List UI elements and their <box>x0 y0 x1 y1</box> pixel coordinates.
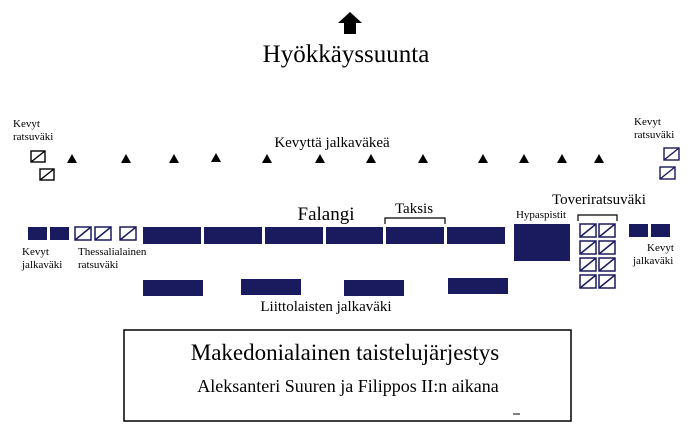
triangle-icon <box>519 154 529 163</box>
triangle-icon <box>557 154 567 163</box>
right-cavalry-label-1: Kevyt <box>634 116 661 128</box>
thessalian-label-2: ratsuväki <box>78 259 118 271</box>
triangle-icon <box>594 154 604 163</box>
filled-rectangle-icon <box>204 227 262 244</box>
filled-rectangle-icon <box>265 227 323 244</box>
left-cavalry-label-2: ratsuväki <box>13 131 53 143</box>
filled-rectangle-icon <box>143 280 203 296</box>
left-light-infantry-label-2: jalkaväki <box>21 259 62 271</box>
light-infantry-top-label: Kevyttä jalkaväkeä <box>274 135 390 151</box>
triangle-icon <box>67 154 77 163</box>
hypaspists-block <box>514 224 570 261</box>
triangle-icon <box>211 153 221 162</box>
taxis-label: Taksis <box>395 201 433 217</box>
filled-rectangle-icon <box>50 227 69 240</box>
left-light-cavalry <box>30 150 55 181</box>
filled-rectangle-icon <box>447 227 505 244</box>
right-light-infantry <box>629 224 670 237</box>
right-cavalry-label-2: ratsuväki <box>634 129 674 141</box>
triangle-icon <box>262 154 272 163</box>
right-light-infantry-label-2: jalkaväki <box>632 255 673 267</box>
triangle-icon <box>418 154 428 163</box>
companion-cavalry <box>579 223 616 289</box>
filled-rectangle-icon <box>143 227 201 244</box>
right-light-cavalry <box>659 147 680 180</box>
filled-rectangle-icon <box>241 279 301 295</box>
filled-rectangle-icon <box>344 280 404 296</box>
triangle-icon <box>169 154 179 163</box>
caption-subtitle: Aleksanteri Suuren ja Filippos II:n aika… <box>197 376 498 396</box>
companion-bracket <box>577 214 618 221</box>
hypaspists-label: Hypaspistit <box>516 209 566 221</box>
triangle-icon <box>366 154 376 163</box>
filled-rectangle-icon <box>326 227 383 244</box>
filled-rectangle-icon <box>651 224 670 237</box>
left-light-infantry <box>28 227 69 240</box>
allied-infantry <box>143 278 508 296</box>
triangle-icon <box>478 154 488 163</box>
allied-infantry-label: Liittolaisten jalkaväki <box>260 299 391 315</box>
caption-box <box>123 329 572 422</box>
right-light-infantry-label-1: Kevyt <box>647 242 674 254</box>
triangle-icon <box>121 154 131 163</box>
caption-title: Makedonialainen taistelujärjestys <box>191 340 500 365</box>
filled-rectangle-icon <box>448 278 508 294</box>
light-infantry-row <box>67 153 604 163</box>
thessalian-cavalry <box>74 226 137 241</box>
filled-rectangle-icon <box>28 227 47 240</box>
up-arrow-icon <box>338 12 362 34</box>
filled-rectangle-icon <box>386 227 444 244</box>
thessalian-label-1: Thessalialainen <box>78 246 147 258</box>
phalanx-line <box>143 227 505 244</box>
companion-cavalry-label: Toveriratsuväki <box>552 192 646 208</box>
triangle-icon <box>315 154 325 163</box>
phalanx-label: Falangi <box>298 204 355 225</box>
filled-rectangle-icon <box>629 224 648 237</box>
left-light-infantry-label-1: Kevyt <box>22 246 49 258</box>
direction-label: Hyökkäyssuunta <box>263 41 430 68</box>
taxis-bracket <box>384 217 446 224</box>
left-cavalry-label-1: Kevyt <box>13 118 40 130</box>
